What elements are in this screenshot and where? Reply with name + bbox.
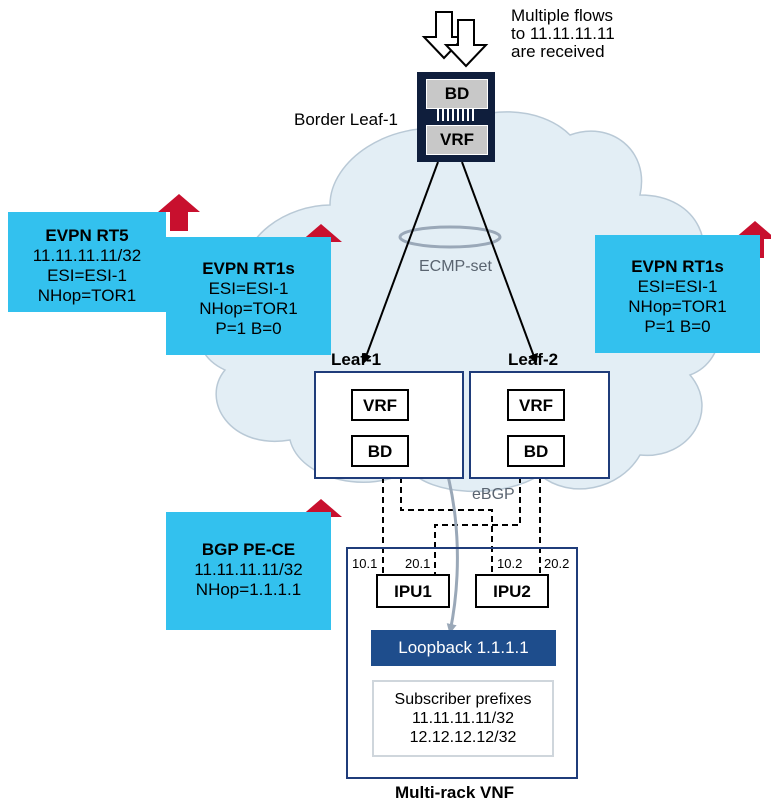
evpn-rt5-line: 11.11.11.11/32 (32, 246, 142, 265)
ecmp-ellipse (398, 225, 502, 249)
subscriber-title: Subscriber prefixes (394, 691, 532, 708)
subscriber-prefix: 12.12.12.12/32 (409, 729, 517, 746)
leaf2-label: Leaf-2 (508, 350, 559, 369)
leaf2-vrf: VRF (507, 389, 565, 421)
border-leaf-switch: BD VRF (417, 72, 495, 162)
border-leaf-label: Border Leaf-1 (294, 110, 398, 129)
evpn-rt1s-left-box: EVPN RT1s ESI=ESI-1 NHop=TOR1 P=1 B=0 (166, 237, 331, 355)
port-label: 20.2 (544, 556, 570, 571)
leaf1-vrf: VRF (351, 389, 409, 421)
evpn-rt1s-left-title: EVPN RT1s (202, 259, 295, 278)
evpn-rt1s-left-line: P=1 B=0 (215, 319, 282, 338)
vnf-container (346, 547, 578, 779)
subscriber-prefixes-box: Subscriber prefixes 11.11.11.11/32 12.12… (372, 680, 554, 757)
border-leaf-bd: BD (426, 79, 488, 109)
border-leaf-ports (437, 109, 475, 121)
flow-note-line-1: Multiple flows (511, 6, 614, 25)
leaf2-switch: VRF BD (469, 371, 610, 479)
evpn-rt5-title: EVPN RT5 (45, 226, 129, 245)
evpn-rt5-box: EVPN RT5 11.11.11.11/32 ESI=ESI-1 NHop=T… (8, 212, 166, 312)
port-label: 20.1 (405, 556, 431, 571)
subscriber-prefix: 11.11.11.11/32 (411, 710, 514, 727)
link-border-leaf1 (362, 161, 439, 364)
flow-note-line-2: to 11.11.11.11 (511, 24, 615, 43)
loopback-bar: Loopback 1.1.1.1 (371, 630, 556, 666)
leaf2-bd: BD (507, 435, 565, 467)
bgp-pece-box: BGP PE-CE 11.11.11.11/32 NHop=1.1.1.1 (166, 512, 331, 630)
ipu2-box: IPU2 (475, 574, 549, 608)
evpn-rt1s-right-line: P=1 B=0 (644, 317, 711, 336)
evpn-rt1s-left-line: NHop=TOR1 (199, 299, 298, 318)
ipu1-box: IPU1 (376, 574, 450, 608)
flow-note-line-3: are received (511, 42, 605, 61)
vnf-label: Multi-rack VNF (395, 783, 515, 802)
evpn-rt1s-right-box: EVPN RT1s ESI=ESI-1 NHop=TOR1 P=1 B=0 (595, 235, 760, 353)
evpn-rt5-line: ESI=ESI-1 (47, 266, 127, 285)
evpn-rt1s-right-line: NHop=TOR1 (628, 297, 727, 316)
evpn-rt1s-left-line: ESI=ESI-1 (208, 279, 289, 298)
ecmp-label: ECMP-set (419, 258, 492, 275)
evpn-rt1s-right-title: EVPN RT1s (631, 257, 724, 276)
double-down-arrow-icon (421, 11, 489, 68)
bgp-pece-line: 11.11.11.11/32 (194, 560, 303, 579)
leaf1-switch: VRF BD (314, 371, 464, 479)
evpn-rt1s-right-line: ESI=ESI-1 (637, 277, 718, 296)
flow-note: Multiple flows to 11.11.11.11 are receiv… (511, 7, 615, 61)
leaf1-label: Leaf-1 (331, 350, 382, 369)
leaf1-bd: BD (351, 435, 409, 467)
bgp-pece-line: NHop=1.1.1.1 (195, 580, 302, 599)
port-label: 10.1 (352, 556, 378, 571)
bgp-pece-title: BGP PE-CE (201, 540, 296, 559)
port-label: 10.2 (497, 556, 523, 571)
ebgp-label: eBGP (472, 486, 515, 503)
evpn-rt5-line: NHop=TOR1 (37, 286, 137, 305)
link-border-leaf2 (461, 161, 538, 364)
border-leaf-vrf: VRF (426, 125, 488, 155)
